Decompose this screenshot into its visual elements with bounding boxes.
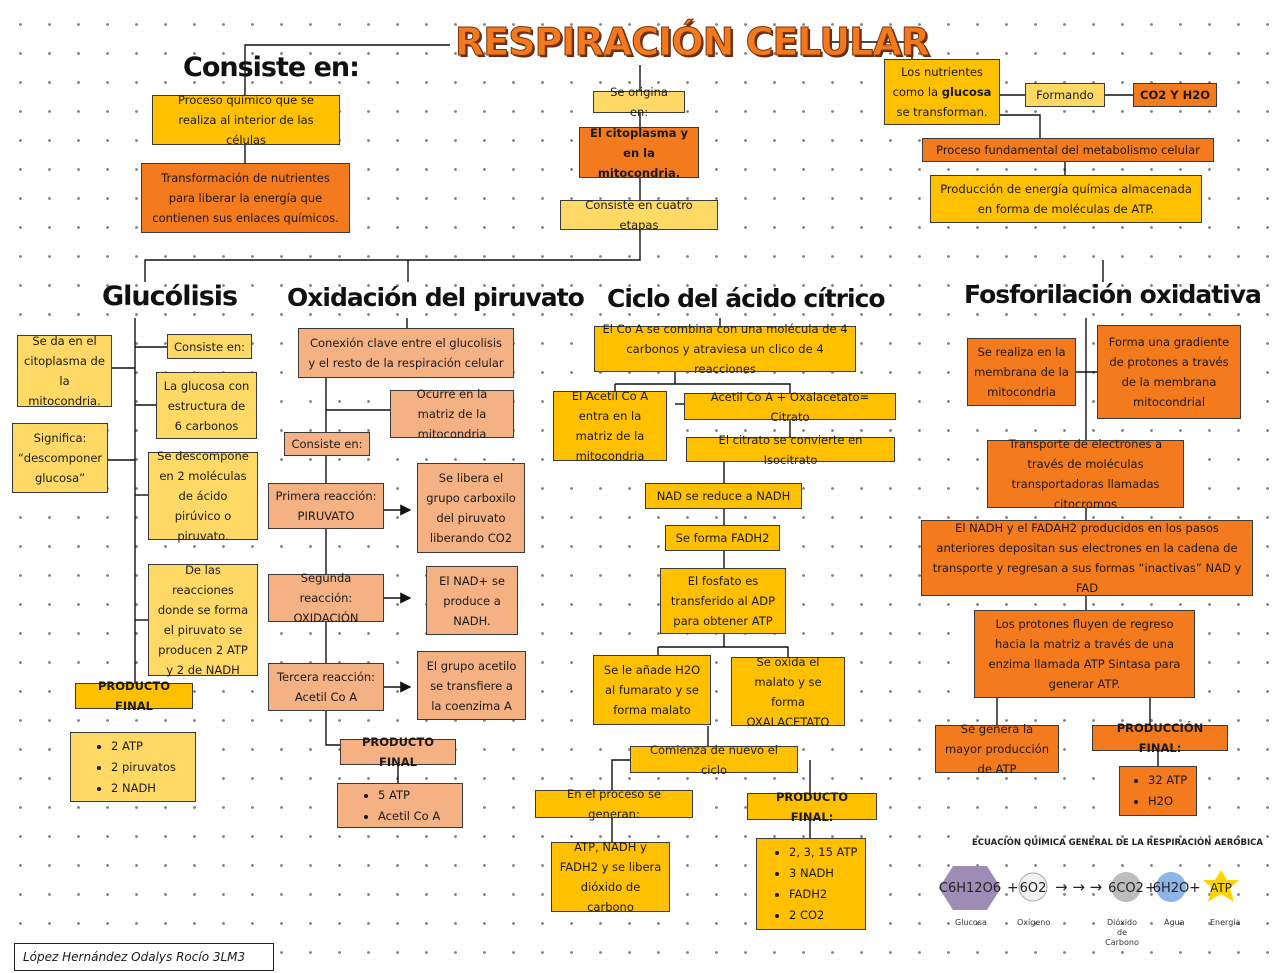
arrows: → → → [1055, 878, 1102, 896]
fosf-transport: Transporte de electrones a través de mol… [987, 437, 1184, 511]
fosf-final-label: PRODUCCIÓN FINAL: [1092, 721, 1228, 755]
ciclo-step-6: El fosfato es transferido al ADP para ob… [660, 568, 786, 634]
result-box: CO2 Y H2O [1133, 83, 1217, 107]
fosf-most-atp: Se genera la mayor producción de ATP [935, 722, 1059, 776]
water-label: Agua [1164, 918, 1185, 927]
fosf-membrane: Se realiza en la membrana de la mitocond… [967, 338, 1076, 406]
oxidacion-consists: Consiste en: [284, 432, 370, 456]
oxygen-label: Oxígeno [1017, 918, 1051, 927]
consiste-box-1: Proceso químico que se realiza al interi… [152, 93, 340, 147]
co2-label: Dióxido de Carbono [1105, 918, 1139, 947]
list-item: 32 ATP [1148, 770, 1187, 791]
ciclo-final-label: PRODUCTO FINAL: [747, 790, 877, 824]
ciclo-generated-label: En el proceso se generan: [535, 787, 693, 821]
oxygen-circle [1018, 872, 1048, 902]
list-item: H2O [1148, 791, 1187, 812]
glucolisis-final-list: 2 ATP 2 piruvatos 2 NADH [70, 732, 196, 802]
ciclo-step-5: Se forma FADH2 [665, 525, 780, 551]
glucolisis-where: Se da en el citoplasma de la mitocondria… [17, 334, 112, 408]
glucolisis-step-2: Se descompone en 2 moléculas de ácido pi… [148, 449, 258, 543]
glucolisis-final-label: PRODUCTO FINAL [75, 679, 193, 713]
oxidacion-final-label: PRODUCTO FINAL [340, 735, 456, 769]
oxidacion-connection: Conexión clave entre el glucolisis y el … [298, 328, 514, 378]
origin-place: El citoplasma y en la mitocondria. [579, 126, 699, 180]
nutrients-box: Los nutrientes como la glucosa se transf… [884, 59, 1000, 125]
plus-3: + [1189, 880, 1201, 896]
plus-1: + [1007, 880, 1019, 896]
water-circle [1156, 872, 1186, 902]
fosf-protons: Los protones fluyen de regreso hacia la … [974, 610, 1195, 698]
atp-energy-box: Producción de energía química almacenada… [930, 175, 1202, 223]
ciclo-restart: Comienza de nuevo el ciclo [630, 743, 798, 777]
reaction-3: Tercera reacción: Acetil Co A [268, 663, 384, 711]
list-item: FADH2 [789, 884, 857, 905]
reaction-1-detail: Se libera el grupo carboxilo del piruvat… [417, 463, 525, 553]
origin-stages: Consiste en cuatro etapas [560, 198, 718, 232]
glucolisis-step-1: La glucosa con estructura de 6 carbonos [156, 372, 257, 439]
glucolisis-step-3: De las reacciones donde se forma el piru… [148, 563, 258, 677]
water-formula: 6H2O [1153, 881, 1190, 896]
reaction-1: Primera reacción: PIRUVATO [268, 483, 384, 529]
list-item: 2 piruvatos [111, 757, 176, 778]
energy-label: Energía [1210, 918, 1241, 927]
ciclo-step-7a: Se le añade H2O al fumarato y se forma m… [593, 655, 711, 725]
ciclo-heading: Ciclo del ácido cítrico [607, 284, 886, 313]
glucolisis-heading: Glucólisis [102, 281, 238, 312]
oxygen-formula: 6O2 [1020, 881, 1047, 896]
fosf-gradient: Forma una gradiente de protones a través… [1097, 325, 1241, 419]
glucolisis-consists: Consiste en: [167, 334, 252, 359]
oxidacion-heading: Oxidación del piruvato [287, 283, 585, 312]
list-item: 3 NADH [789, 863, 857, 884]
ciclo-final-list: 2, 3, 15 ATP 3 NADH FADH2 2 CO2 [756, 838, 866, 930]
plus-2: + [1145, 880, 1157, 896]
reaction-2: Segunda reacción: OXIDACIÓN [268, 571, 384, 625]
list-item: 2 ATP [111, 736, 176, 757]
ciclo-step-3: El citrato se convierte en Isocitrato [686, 433, 895, 467]
ciclo-acetil: El Acetil Co A entra en la matriz de la … [553, 389, 667, 463]
equation-title: ECUACIÓN QUÍMICA GENERAL DE LA RESPIRACI… [972, 838, 1263, 848]
list-item: 2, 3, 15 ATP [789, 842, 857, 863]
equation-graphic: C6H12O6 + 6O2 → → → 6CO2 + 6H2O + ATP [939, 866, 1239, 910]
glucolisis-means: Significa: “descomponer glucosa” [12, 423, 108, 493]
list-item: 2 NADH [111, 778, 176, 799]
co2-formula: 6CO2 [1108, 881, 1144, 896]
oxidacion-final-list: 5 ATP Acetil Co A [337, 783, 463, 828]
fosforilacion-heading: Fosforilación oxidativa [964, 280, 1262, 309]
glucose-formula: C6H12O6 [939, 881, 1001, 896]
page-title: RESPIRACIÓN CELULAR [454, 20, 930, 65]
fosf-nadh: El NADH y el FADAH2 producidos en los pa… [921, 520, 1253, 596]
glucose-hexagon [939, 866, 1001, 910]
atp-star [1203, 870, 1239, 902]
list-item: Acetil Co A [378, 806, 440, 827]
consiste-box-2: Transformación de nutrientes para libera… [141, 163, 350, 233]
ciclo-step-4: NAD se reduce a NADH [645, 483, 802, 509]
author-label: López Hernández Odalys Rocío 3LM3 [14, 943, 274, 971]
ciclo-step-1: El Co A se combina con una molécula de 4… [594, 322, 856, 376]
ciclo-step-7b: Se oxida el malato y se forma OXALACETAT… [731, 655, 845, 729]
list-item: 5 ATP [378, 785, 440, 806]
metabolism-box: Proceso fundamental del metabolismo celu… [922, 138, 1214, 162]
ciclo-step-2: Acetil Co A + Oxalacetato= Citrato [684, 390, 896, 424]
reaction-3-detail: El grupo acetilo se transfiere a la coen… [417, 651, 526, 720]
fosf-final-list: 32 ATP H2O [1119, 766, 1197, 816]
forming-label: Formando [1025, 83, 1105, 107]
co2-circle [1111, 872, 1141, 902]
consiste-heading: Consiste en: [183, 52, 360, 83]
atp-label: ATP [1210, 881, 1232, 895]
list-item: 2 CO2 [789, 905, 857, 926]
reaction-2-detail: El NAD+ se produce a NADH. [426, 566, 518, 635]
origin-label: Se origina en: [593, 85, 685, 119]
glucose-label: Glucosa [955, 918, 987, 927]
oxidacion-matrix: Ocurre en la matriz de la mitocondria [390, 387, 514, 441]
ciclo-generated-text: ATP, NADH y FADH2 y se libera dióxido de… [551, 840, 670, 914]
